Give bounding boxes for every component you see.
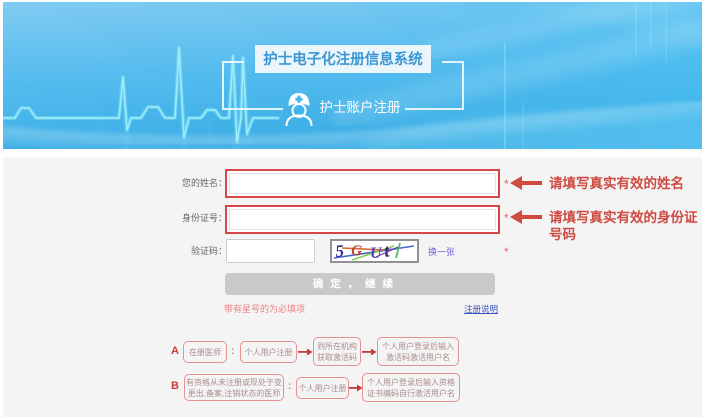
svg-text:t: t — [383, 241, 392, 261]
svg-text:5: 5 — [334, 241, 345, 261]
svg-text:护士电子化注册信息系统: 护士电子化注册信息系统 — [263, 50, 423, 68]
svg-text:护士账户注册: 护士账户注册 — [320, 99, 401, 115]
svg-text:U: U — [370, 245, 383, 261]
svg-text:G: G — [351, 243, 363, 260]
